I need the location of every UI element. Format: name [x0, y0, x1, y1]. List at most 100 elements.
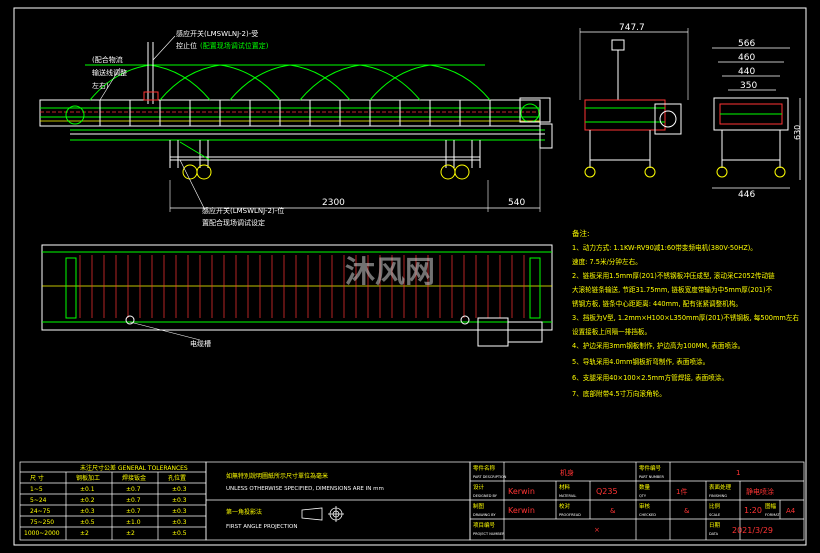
tb-qty-label: 数量: [639, 483, 651, 491]
tol-cell: ±0.3: [80, 508, 95, 515]
dim-350: 350: [740, 81, 757, 91]
side-view: 747.7: [579, 23, 689, 178]
tb-date-value: 2021/3/29: [732, 526, 773, 535]
note-line-7: 设置接板上间隔一排挡板。: [572, 327, 651, 336]
tol-cell: 1~5: [30, 486, 43, 493]
tb-format-value: A4: [786, 507, 796, 515]
note-line-5: 锈钢方板, 链条中心距距离: 440mm, 配有张紧调整机构。: [572, 299, 742, 308]
callout-switch-bottom-line2: 置配合现场调试设定: [202, 218, 265, 227]
tb-format-en: FORMAT: [765, 513, 780, 517]
tb-checked-label: 审核: [639, 502, 651, 510]
tol-cell: ±0.5: [172, 530, 187, 537]
first-angle-projection-icon: [301, 506, 344, 522]
top-view: 电缆槽 沐风网: [41, 244, 553, 348]
tol-cell: ±0.5: [80, 519, 95, 526]
note-line-3: 2、链板采用1.5mm厚(201)不锈钢板冲压成型, 滚动采C2052传动链: [572, 271, 775, 280]
callout-fence-line1: (配合物流: [92, 55, 123, 64]
callout-fence-line2: 输送线调整: [92, 68, 127, 77]
tb-scale-en: SCALE: [709, 513, 720, 517]
tol-cell: ±0.3: [172, 508, 187, 515]
tol-header-welded: 焊接钣金: [122, 474, 146, 482]
note-line-9: 5、导轨采用4.0mm钢板折弯制作, 表面喷涂。: [572, 357, 709, 366]
tb-checked-value: &: [684, 507, 690, 515]
tb-material-value: Q235: [596, 487, 618, 496]
tb-drawn-value: Kerwin: [508, 506, 535, 515]
tb-date-label: 日期: [709, 522, 721, 529]
note-line-10: 6、支腿采用40×100×2.5mm方管焊接, 表面喷涂。: [572, 373, 728, 382]
tb-qty-en: QTY: [639, 494, 647, 498]
tol-cell: 24~75: [30, 508, 50, 515]
tb-designed-value: Kerwin: [508, 487, 535, 496]
watermark-text: 沐风网: [345, 255, 435, 290]
dim-446: 446: [738, 190, 755, 200]
tb-qty-value: 1件: [676, 487, 687, 496]
tol-header-size: 尺 寸: [30, 474, 44, 482]
tb-date-en: DATA: [709, 532, 719, 536]
tol-cell: ±0.3: [172, 497, 187, 504]
tolerance-title: 未注尺寸公差 GENERAL TOLERANCES: [80, 464, 188, 472]
tolerance-rows: 1~5 ±0.1 ±0.7 ±0.3 5~24 ±0.2 ±0.7 ±0.3 2…: [24, 486, 187, 537]
tb-drawn-en: DRAWING BY: [473, 513, 496, 517]
callout-switch-top-line2: 控止位: [176, 41, 197, 50]
tb-project-en: PROJECT NUMBER: [473, 532, 505, 536]
dim-566: 566: [738, 39, 755, 49]
callout-switch-top-line1: 感应开关(LMSWLNJ-2)-受: [176, 29, 258, 38]
callout-cable-tray: 电缆槽: [190, 339, 211, 348]
title-block: [469, 461, 805, 541]
dim-2300: 2300: [322, 198, 345, 208]
tb-part-desc-en: PART DESCRIPTION: [473, 475, 507, 479]
tb-designed-en: DESIGNED BY: [473, 494, 498, 498]
tb-proofread-label: 校对: [559, 502, 571, 510]
tb-material-en: MATERIAL: [559, 494, 576, 498]
angle-en: FIRST ANGLE PROJECTION: [226, 524, 297, 530]
tb-proofread-en: PROOFREAD: [559, 513, 581, 517]
callout-switch-top-line3: (配置现场调试位置定): [200, 41, 269, 50]
dim-540: 540: [508, 198, 525, 208]
tb-part-desc-value: 机身: [560, 468, 574, 477]
tb-part-number-value: 1: [736, 469, 740, 477]
tol-cell: ±1.0: [126, 519, 141, 526]
angle-cn: 第一角投影法: [226, 508, 262, 516]
tol-cell: ±0.2: [80, 497, 95, 504]
tb-project-value: ×: [594, 526, 600, 534]
note-line-6: 3、挡板为V型, 1.2mm×H100×L350mm厚(201)不锈钢板, 每5…: [572, 313, 799, 322]
tol-cell: ±0.3: [172, 486, 187, 493]
note-line-4: 大滚轮链条输送, 节距31.75mm, 链板宽度带输为中5mm厚(201)不: [572, 285, 773, 294]
tb-part-desc-label: 零件名称: [473, 464, 496, 472]
tol-header-hole: 孔位置: [168, 474, 186, 482]
tb-scale-label: 比例: [709, 502, 721, 510]
dim-747-7: 747.7: [619, 23, 645, 33]
tb-finishing-en: FINISHING: [709, 494, 727, 498]
tb-finishing-label: 表面处理: [709, 483, 732, 491]
tb-finishing-value: 静电喷涂: [746, 487, 774, 496]
dim-460: 460: [738, 53, 755, 63]
tb-drawn-label: 制图: [473, 502, 485, 510]
tb-part-number-en: PART NUMBER: [639, 475, 665, 479]
note-line-1: 1、动力方式: 1.1KW-RV90减1:60带变频电机(380V-50HZ)。: [572, 243, 757, 252]
tb-format-label: 图幅: [765, 502, 777, 510]
note-line-8: 4、护边采用3mm钢板制作, 护边高为100MM, 表面喷涂。: [572, 341, 744, 350]
tol-cell: 5~24: [30, 497, 47, 504]
chain-slats: [79, 255, 525, 318]
dim-440: 440: [738, 67, 755, 77]
tol-cell: ±0.1: [80, 486, 95, 493]
unless-cn: 如無特別說明圖紙所示尺寸單位為毫米: [226, 472, 328, 480]
tol-cell: ±0.3: [172, 519, 187, 526]
tol-cell: ±2: [80, 530, 89, 537]
tb-project-label: 项目编号: [473, 521, 496, 529]
unless-en: UNLESS OTHERWISE SPECIFIED, DIMENSIONS A…: [226, 486, 384, 492]
notes-title: 备注:: [572, 228, 590, 238]
tb-designed-label: 设计: [473, 483, 485, 491]
tb-part-number-label: 零件编号: [639, 464, 662, 472]
tol-header-machined: 钢板加工: [76, 474, 100, 482]
front-view: 2300 540: [39, 35, 553, 212]
tol-cell: ±0.7: [126, 497, 141, 504]
callout-switch-bottom-line1: 感应开关(LMSWLNJ-2)-位: [202, 206, 284, 215]
tb-material-label: 材料: [559, 483, 571, 491]
end-view: 566 460 440 350 446 630: [712, 39, 802, 200]
callout-fence-line3: 左右): [92, 81, 109, 90]
tol-cell: 75~250: [30, 519, 54, 526]
tol-cell: ±0.7: [126, 508, 141, 515]
tb-scale-value: 1:20: [744, 506, 762, 515]
